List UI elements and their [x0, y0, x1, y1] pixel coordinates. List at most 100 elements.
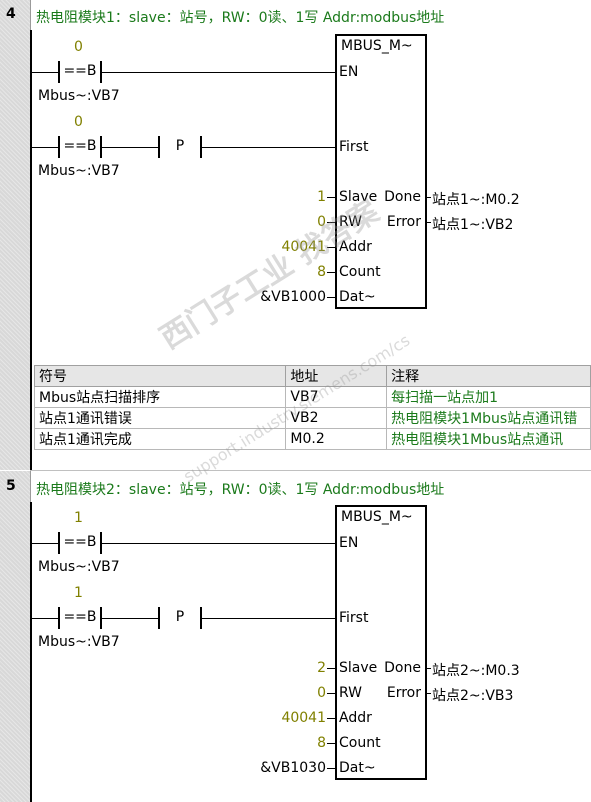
wire [327, 768, 335, 769]
count-value[interactable]: 8 [317, 264, 326, 280]
header-comment: 注释 [386, 365, 591, 387]
first-pin: First [339, 139, 369, 155]
addr-value[interactable]: 40041 [281, 239, 326, 255]
wire [327, 197, 335, 198]
compare-value: 1 [74, 510, 83, 526]
edge-label: P [175, 609, 185, 625]
addr-pin: Addr [339, 239, 372, 255]
wire [32, 543, 58, 544]
contact-operand: Mbus~:VB7 [38, 634, 120, 650]
contact-operand: Mbus~:VB7 [38, 559, 120, 575]
done-pin: Done [384, 660, 421, 676]
compare-contact[interactable]: ==B [58, 61, 102, 83]
header-symbol: 符号 [33, 365, 287, 387]
dat-pin: Dat~ [339, 760, 376, 776]
network-separator [30, 470, 591, 471]
addr-pin: Addr [339, 710, 372, 726]
contact-operand: Mbus~:VB7 [38, 88, 120, 104]
addr-value[interactable]: 40041 [281, 710, 326, 726]
slave-value[interactable]: 2 [317, 660, 326, 676]
rw-pin: RW [339, 214, 363, 230]
rw-pin: RW [339, 685, 363, 701]
compare-value: 0 [74, 114, 83, 130]
table-row[interactable]: 站点1通讯错误 VB2 热电阻模块1Mbus站点通讯错 [33, 407, 591, 429]
wire [32, 618, 58, 619]
table-row[interactable]: Mbus站点扫描排序 VB7 每扫描一站点加1 [33, 386, 591, 408]
first-pin: First [339, 610, 369, 626]
comment-cell: 每扫描一站点加1 [386, 386, 591, 408]
comment-cell: 热电阻模块1Mbus站点通讯 [386, 428, 591, 450]
network-5-gutter [0, 471, 31, 802]
count-value[interactable]: 8 [317, 735, 326, 751]
wire [32, 72, 58, 73]
error-output[interactable]: 站点1~:VB2 [432, 217, 514, 233]
wire [425, 222, 431, 223]
wire [327, 743, 335, 744]
block-title: MBUS_M~ [341, 509, 413, 525]
edge-label: P [175, 138, 185, 154]
wire [327, 693, 335, 694]
slave-pin: Slave [339, 660, 378, 676]
compare-contact[interactable]: ==B [58, 136, 102, 158]
network-comment[interactable]: 热电阻模块2：slave：站号，RW：0读、1写 Addr:modbus地址 [36, 482, 445, 498]
address-cell: VB2 [285, 407, 388, 429]
slave-value[interactable]: 1 [317, 189, 326, 205]
positive-edge-contact[interactable]: P [158, 607, 202, 629]
rw-value[interactable]: 0 [317, 214, 326, 230]
wire [327, 247, 335, 248]
wire [425, 668, 431, 669]
done-output[interactable]: 站点2~:M0.3 [432, 663, 520, 679]
network-number: 4 [6, 6, 16, 22]
contact-operand: Mbus~:VB7 [38, 163, 120, 179]
compare-operator: ==B [63, 63, 97, 79]
power-rail [30, 30, 32, 470]
dat-pin: Dat~ [339, 289, 376, 305]
positive-edge-contact[interactable]: P [158, 136, 202, 158]
done-output[interactable]: 站点1~:M0.2 [432, 192, 520, 208]
en-pin: EN [339, 64, 359, 80]
rw-value[interactable]: 0 [317, 685, 326, 701]
wire [327, 297, 335, 298]
symbol-cell: Mbus站点扫描排序 [33, 386, 287, 408]
table-row[interactable]: 站点1通讯完成 M0.2 热电阻模块1Mbus站点通讯 [33, 428, 591, 450]
dat-value[interactable]: &VB1000 [260, 289, 326, 305]
network-comment[interactable]: 热电阻模块1：slave：站号，RW：0读、1写 Addr:modbus地址 [36, 10, 445, 26]
network-4-gutter [0, 0, 31, 470]
wire [202, 147, 336, 148]
power-rail [30, 502, 32, 802]
table-header-row: 符号 地址 注释 [33, 365, 591, 387]
error-pin: Error [386, 685, 421, 701]
comment-cell: 热电阻模块1Mbus站点通讯错 [386, 407, 591, 429]
wire [327, 222, 335, 223]
address-cell: M0.2 [285, 428, 388, 450]
block-title: MBUS_M~ [341, 38, 413, 54]
wire [327, 718, 335, 719]
wire [327, 272, 335, 273]
mbus-block[interactable] [335, 34, 427, 309]
en-pin: EN [339, 535, 359, 551]
address-cell: VB7 [285, 386, 388, 408]
count-pin: Count [339, 735, 381, 751]
count-pin: Count [339, 264, 381, 280]
mbus-block[interactable] [335, 505, 427, 780]
wire [202, 618, 336, 619]
compare-operator: ==B [63, 609, 97, 625]
symbol-cell: 站点1通讯错误 [33, 407, 287, 429]
done-pin: Done [384, 189, 421, 205]
compare-contact[interactable]: ==B [58, 607, 102, 629]
error-output[interactable]: 站点2~:VB3 [432, 688, 514, 704]
wire [425, 693, 431, 694]
wire [32, 147, 58, 148]
wire [102, 72, 336, 73]
network-number: 5 [6, 478, 16, 494]
dat-value[interactable]: &VB1030 [260, 760, 326, 776]
symbol-cell: 站点1通讯完成 [33, 428, 287, 450]
compare-value: 0 [74, 39, 83, 55]
wire [102, 618, 158, 619]
compare-operator: ==B [63, 534, 97, 550]
compare-value: 1 [74, 585, 83, 601]
wire [102, 147, 158, 148]
compare-contact[interactable]: ==B [58, 532, 102, 554]
wire [327, 668, 335, 669]
error-pin: Error [386, 214, 421, 230]
